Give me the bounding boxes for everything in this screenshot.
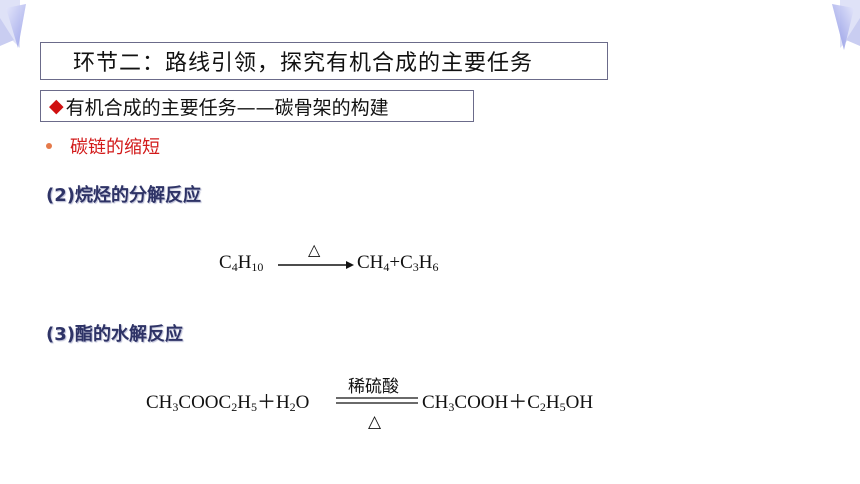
heat-condition-2: △ xyxy=(368,412,382,432)
bullet-item: 碳链的缩短 xyxy=(46,133,160,159)
reaction-arrow-1 xyxy=(278,261,354,269)
equation-reactant-1: C4H10 xyxy=(219,252,264,274)
bullet-dot-icon xyxy=(46,143,52,149)
bullet-text: 碳链的缩短 xyxy=(70,137,160,158)
catalyst-condition: 稀硫酸 xyxy=(348,377,399,397)
equilibrium-arrows xyxy=(336,397,418,404)
section-heading-2: (2)烷烃的分解反应 xyxy=(46,185,201,206)
corner-decoration-left xyxy=(0,0,26,48)
subtitle-box: ◆ 有机合成的主要任务——碳骨架的构建 xyxy=(40,90,474,122)
diamond-icon: ◆ xyxy=(49,95,64,117)
section-heading-3: (3)酯的水解反应 xyxy=(46,324,183,345)
heat-condition-1: △ xyxy=(308,240,321,259)
subtitle-text: 有机合成的主要任务——碳骨架的构建 xyxy=(65,96,389,119)
equation-products-1: CH4+C3H6 xyxy=(357,252,439,274)
corner-decoration-right xyxy=(832,0,860,50)
section-title: 环节二：路线引领，探究有机合成的主要任务 xyxy=(40,42,608,80)
equation-products-2: CH3COOH＋C2H5OH xyxy=(422,392,594,414)
equation-reactants-2: CH3COOC2H5＋H2O xyxy=(146,392,310,414)
